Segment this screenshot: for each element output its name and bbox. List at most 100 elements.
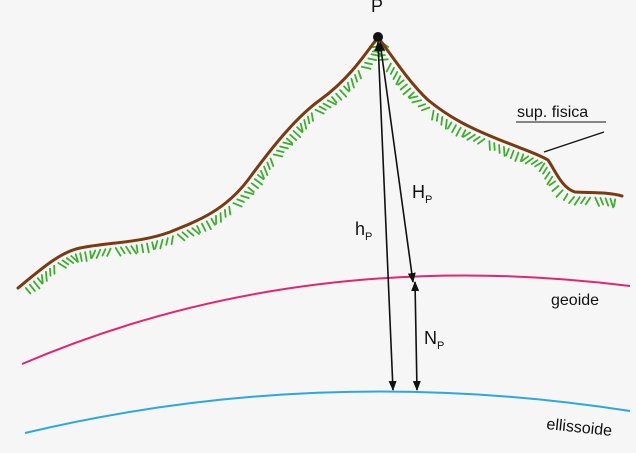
vegetation-hatch-stroke <box>613 198 617 208</box>
vegetation-hatch-stroke <box>563 193 569 202</box>
vegetation-hatch-stroke <box>546 175 554 186</box>
vegetation-hatch-stroke <box>256 174 265 181</box>
vegetation-hatch-stroke <box>130 245 138 255</box>
vegetation-hatch-stroke <box>402 87 412 96</box>
vegetation-hatch-stroke <box>70 255 79 263</box>
vegetation-hatch-stroke <box>509 149 515 160</box>
vegetation-hatch-stroke <box>477 138 486 145</box>
vegetation-hatch-stroke <box>364 61 373 66</box>
vegetation-hatch-stroke <box>223 208 227 218</box>
vegetation-hatch-stroke <box>36 277 44 285</box>
vegetation-hatch-stroke <box>79 252 83 262</box>
vegetation-hatch-stroke <box>360 65 372 70</box>
orthometric-height-label: HP <box>412 182 432 206</box>
vegetation-hatch-stroke <box>114 247 122 257</box>
vegetation-hatch-stroke <box>461 129 467 138</box>
vegetation-hatch-stroke <box>232 202 243 208</box>
geoid-label: geoide <box>551 292 599 309</box>
geoid-curve <box>21 274 631 365</box>
vegetation-hatch-stroke <box>181 231 189 238</box>
vegetation-hatch-stroke <box>498 144 501 154</box>
vegetation-hatch-stroke <box>609 197 615 209</box>
ellipsoid-label: ellissoide <box>546 416 613 440</box>
ellipsoidal-height-label: hP <box>355 219 372 243</box>
orthometric-height-arrow <box>377 41 416 283</box>
vegetation-hatch-stroke <box>335 92 343 101</box>
vegetation-hatch-stroke <box>89 250 93 260</box>
vegetation-hatch-stroke <box>151 241 155 251</box>
vegetation-hatch-stroke <box>176 233 186 242</box>
vegetation-hatch-stroke <box>580 196 586 205</box>
vegetation-hatch-stroke <box>544 171 551 180</box>
vegetation-hatch-stroke <box>411 99 423 104</box>
vegetation-hatch-stroke <box>584 196 592 206</box>
vegetation-hatch-stroke <box>568 195 575 205</box>
vegetation-hatch-stroke <box>84 251 88 262</box>
vegetation-hatch-stroke <box>385 62 392 73</box>
physical-surface-line <box>16 34 624 290</box>
vegetation-hatch-stroke <box>154 240 159 250</box>
vegetation-hatch-stroke <box>530 159 539 166</box>
vegetation-hatch-stroke <box>389 66 395 75</box>
vegetation-hatch-stroke <box>318 105 327 111</box>
vegetation-hatch-stroke <box>542 166 548 175</box>
vegetation-hatch-stroke <box>466 133 476 141</box>
vegetation-hatch-stroke <box>266 161 271 171</box>
vegetation-hatch-stroke <box>263 165 269 177</box>
geoid-undulation-arrow <box>411 281 421 391</box>
vegetation-hatch-stroke <box>243 190 255 196</box>
vegetation-hatch-stroke <box>200 222 207 232</box>
vegetation-hatch-stroke <box>455 126 462 137</box>
vegetation-hatch-stroke <box>296 126 304 134</box>
vegetation-hatch-stroke <box>125 245 132 255</box>
vegetation-hatch-stroke <box>289 133 298 142</box>
vegetation-hatch-stroke <box>599 196 604 206</box>
vegetation-hatch-stroke <box>240 194 250 200</box>
point-p-label: P <box>371 0 383 16</box>
vegetation-hatch-stroke <box>446 121 453 130</box>
vegetation-hatch-stroke <box>462 131 472 138</box>
vegetation-hatch-stroke <box>236 198 245 203</box>
vegetation-hatch-stroke <box>205 220 212 231</box>
vegetation-hatch-stroke <box>322 102 332 109</box>
vegetation-hatch-stroke <box>101 248 107 257</box>
vegetation-hatch-stroke <box>505 147 510 157</box>
vegetation-hatch-stroke <box>594 196 600 207</box>
vegetation-hatch-stroke <box>488 140 491 151</box>
vegetation-hatch-stroke <box>45 270 48 282</box>
vegetation-hatch-stroke <box>146 242 150 254</box>
vegetation-hatch-stroke <box>303 119 308 130</box>
vegetation-hatch-stroke <box>604 197 610 207</box>
vegetation-hatch-stroke <box>250 182 260 190</box>
vegetation-hatch-stroke <box>555 189 564 198</box>
vegetation-hatch-stroke <box>61 259 70 266</box>
vegetation-hatch-stroke <box>444 118 448 130</box>
vegetation-hatch-stroke <box>159 238 164 250</box>
vegetation-hatch-stroke <box>28 283 36 292</box>
vegetation-hatch-stroke <box>551 184 560 192</box>
vegetation-hatch-stroke <box>343 85 350 93</box>
vegetation-hatch-stroke <box>524 157 534 165</box>
vegetation-hatch-stroke <box>520 155 530 163</box>
vegetation-hatch-stroke <box>417 103 427 108</box>
vegetation-hatch-stroke <box>378 58 389 61</box>
surface-label-leader <box>543 131 605 153</box>
vegetation-hatch-stroke <box>399 83 408 91</box>
vegetation-hatch-stroke <box>191 227 201 235</box>
vegetation-hatch-stroke <box>350 77 355 89</box>
vegetation-hatch-stroke <box>140 243 145 254</box>
vegetation-hatch-stroke <box>49 267 52 277</box>
vegetation-hatch-stroke <box>74 253 79 262</box>
ellipsoidal-height-arrow <box>374 41 397 391</box>
vegetation-hatch-stroke <box>165 237 169 246</box>
vegetation-hatch-stroke <box>65 257 75 264</box>
surface-label: sup. fisica <box>517 104 588 121</box>
vegetation-hatch-stroke <box>40 274 44 284</box>
vegetation-hatch-stroke <box>282 141 294 146</box>
vegetation-hatch-stroke <box>331 96 338 104</box>
vegetation-hatch-stroke <box>310 112 314 122</box>
vegetation-hatch-stroke <box>228 205 232 216</box>
vegetation-hatch-stroke <box>502 145 506 157</box>
